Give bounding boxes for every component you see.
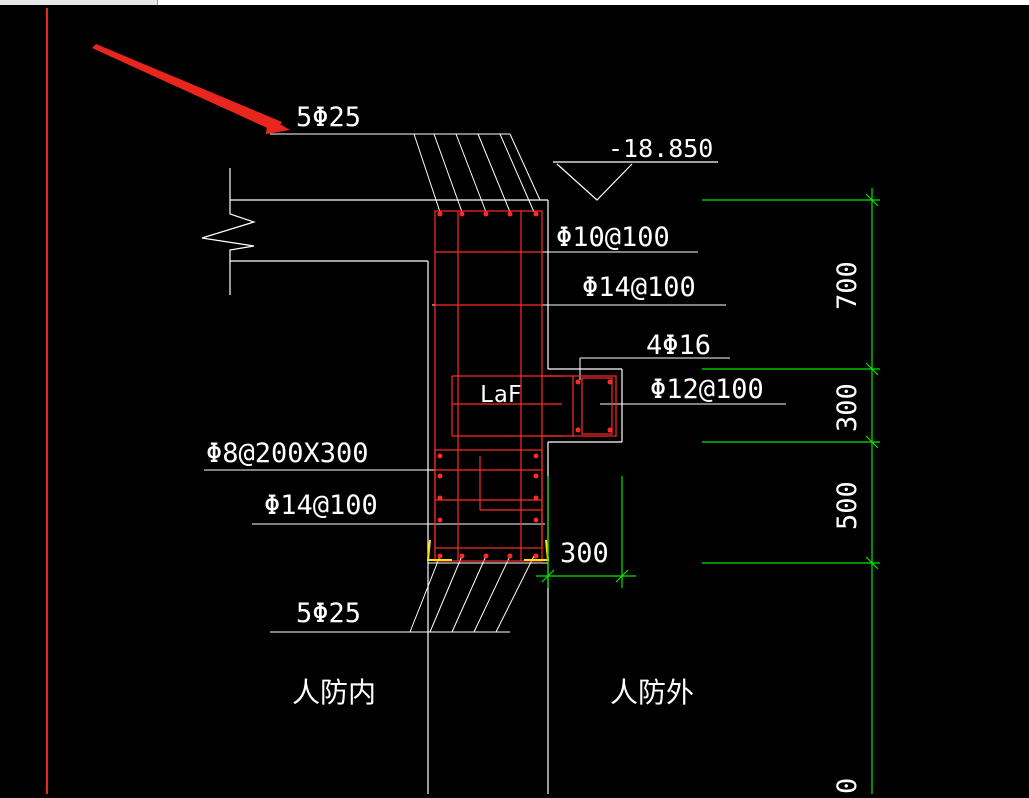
file-tab[interactable]: [0, 0, 158, 5]
elevation-triangle-icon: [553, 161, 718, 201]
top-rebar-leader: [270, 133, 541, 213]
dimension-300: 300: [832, 383, 863, 432]
bottom-rebar-leader: [270, 555, 548, 633]
elevation-label: -18.850: [608, 134, 713, 163]
pointer-arrow-icon: [92, 44, 290, 134]
top-toolbar-strip: [0, 0, 1029, 5]
ledge-width-label: 300: [560, 538, 609, 569]
break-line-icon: [201, 168, 256, 295]
ledge-stirrup-label: Φ12@100: [650, 374, 764, 405]
dimension-700: 700: [832, 261, 863, 310]
wall-bar-top-label: Φ14@100: [582, 272, 696, 303]
ledge-rebar-label: 4Φ16: [646, 330, 711, 361]
tie-bar-label: Φ8@200X300: [206, 438, 369, 469]
top-rebar-label: 5Φ25: [296, 102, 361, 133]
rebar-dots: [437, 211, 613, 559]
wall-bar-bottom-label: Φ14@100: [264, 490, 378, 521]
dimension-bottom: 0: [832, 778, 863, 794]
civil-defense-outside-label: 人防外: [610, 676, 694, 709]
concrete-outline: [201, 168, 623, 794]
dimension-lines: [536, 188, 880, 794]
rebar-cage: [434, 210, 617, 562]
dimension-500: 500: [832, 481, 863, 530]
anchorage-label: LaF: [480, 382, 522, 408]
bottom-rebar-label: 5Φ25: [296, 598, 361, 629]
stirrup-top-label: Φ10@100: [556, 222, 670, 253]
civil-defense-inside-label: 人防内: [292, 676, 376, 709]
